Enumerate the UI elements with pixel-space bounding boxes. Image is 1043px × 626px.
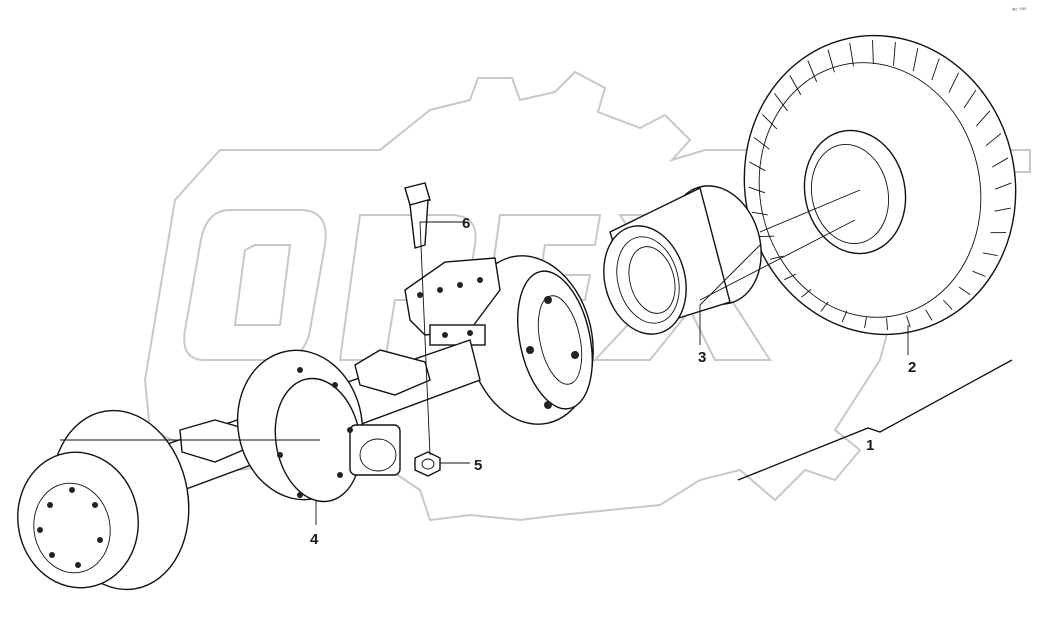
tread-lug — [958, 286, 971, 295]
axle-housing-part-4 — [149, 339, 481, 503]
tread-lug — [948, 72, 960, 93]
tread-lug — [886, 317, 888, 330]
tread-lug — [976, 110, 991, 127]
tread-lug — [807, 60, 818, 83]
tread-lug — [774, 93, 788, 112]
tread-lug — [751, 211, 768, 216]
tread-lug — [872, 40, 874, 65]
leader-lines — [60, 189, 1013, 525]
tread-lug — [994, 207, 1011, 212]
tread-lug — [985, 133, 1002, 147]
tread-lug — [912, 48, 919, 72]
tread-lug — [762, 114, 778, 130]
callout-5: 5 — [474, 457, 482, 474]
tread-lug — [841, 310, 848, 323]
tread-lug — [906, 315, 911, 328]
tread-lug — [963, 90, 977, 109]
callout-6: 6 — [462, 215, 470, 232]
tread-lug — [748, 186, 766, 194]
tire-part-2 — [743, 34, 1017, 336]
tread-lug — [994, 182, 1012, 190]
tread-lug — [749, 161, 766, 172]
left-wheel-end — [17, 409, 190, 591]
tread-lug — [849, 42, 854, 67]
brake-caliper — [404, 257, 501, 346]
tread-lug — [784, 273, 797, 281]
tread-lug — [942, 299, 953, 310]
tread-lug — [801, 289, 812, 298]
callout-3: 3 — [698, 349, 706, 366]
tread-lug — [827, 49, 835, 73]
tread-lug — [982, 252, 998, 257]
tread-lug — [991, 157, 1009, 168]
tread-lug — [789, 75, 802, 96]
tread-lug — [925, 309, 933, 321]
callout-4: 4 — [310, 531, 319, 548]
tread-lug — [753, 137, 770, 150]
callout-1: 1 — [866, 437, 874, 454]
callout-2: 2 — [908, 359, 916, 376]
tread-lug — [820, 301, 829, 312]
tread-lug — [931, 58, 940, 81]
rim-part-3 — [603, 185, 762, 335]
tread-lug — [972, 270, 986, 277]
tread-lug — [893, 41, 896, 66]
bolt-part-6 — [404, 182, 431, 249]
hub-and-brake-disc — [466, 255, 594, 425]
nut-part-5 — [414, 451, 441, 477]
tread-lug — [769, 255, 784, 260]
corner-mark: ᵃᵗᶜ ⁰⁰⁰ — [1012, 7, 1027, 14]
tread-lug — [864, 316, 867, 329]
